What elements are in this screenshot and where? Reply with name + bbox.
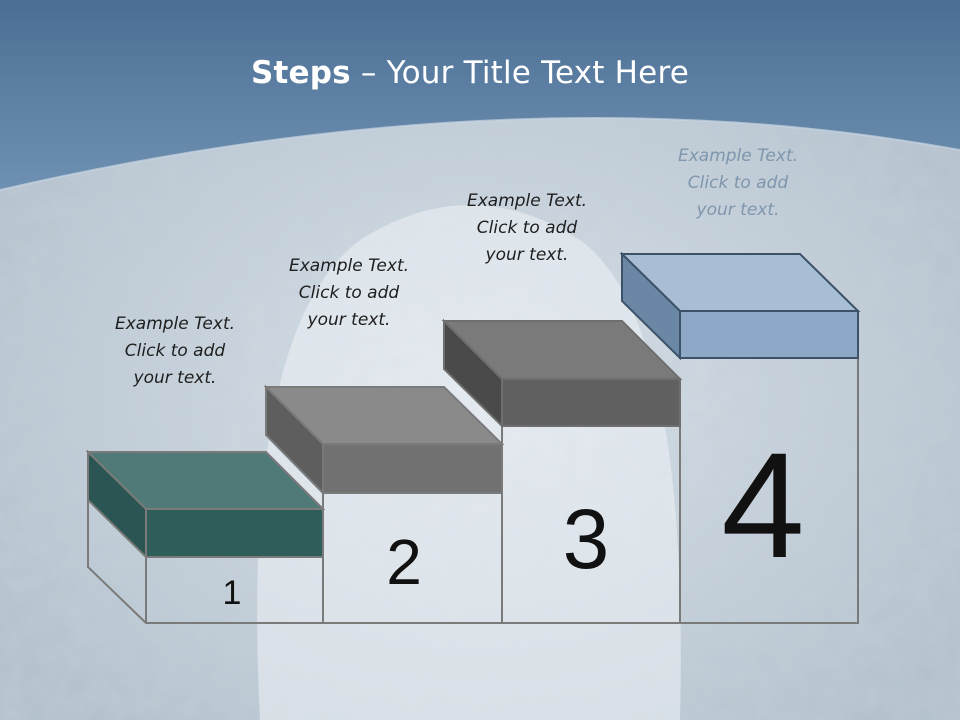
step-number-1: 1	[223, 574, 242, 612]
step-block-2-front	[322, 443, 503, 494]
step-block-4-front	[679, 310, 859, 359]
title-band-edge	[0, 117, 960, 191]
title-rest: – Your Title Text Here	[350, 55, 689, 91]
title-bold: Steps	[250, 55, 351, 91]
step-block-4[interactable]	[619, 251, 861, 361]
step-caption-1[interactable]: Example Text. Click to add your text.	[114, 314, 236, 388]
step-block-3[interactable]	[441, 318, 683, 429]
step-caption-3[interactable]: Example Text. Click to add your text.	[466, 191, 588, 265]
step-number-3: 3	[563, 492, 610, 586]
step-block-3-front	[501, 378, 681, 427]
step-block-2[interactable]	[263, 384, 505, 496]
step-number-2: 2	[386, 526, 422, 598]
step-block-1[interactable]	[85, 449, 326, 560]
step-number-4: 4	[721, 421, 804, 589]
step-block-1-front	[145, 508, 324, 558]
slide-title[interactable]: Steps – Your Title Text Here	[0, 55, 940, 91]
title-band	[0, 0, 960, 190]
step-caption-4[interactable]: Example Text. Click to add your text.	[677, 146, 799, 220]
step-caption-2[interactable]: Example Text. Click to add your text.	[288, 256, 410, 330]
